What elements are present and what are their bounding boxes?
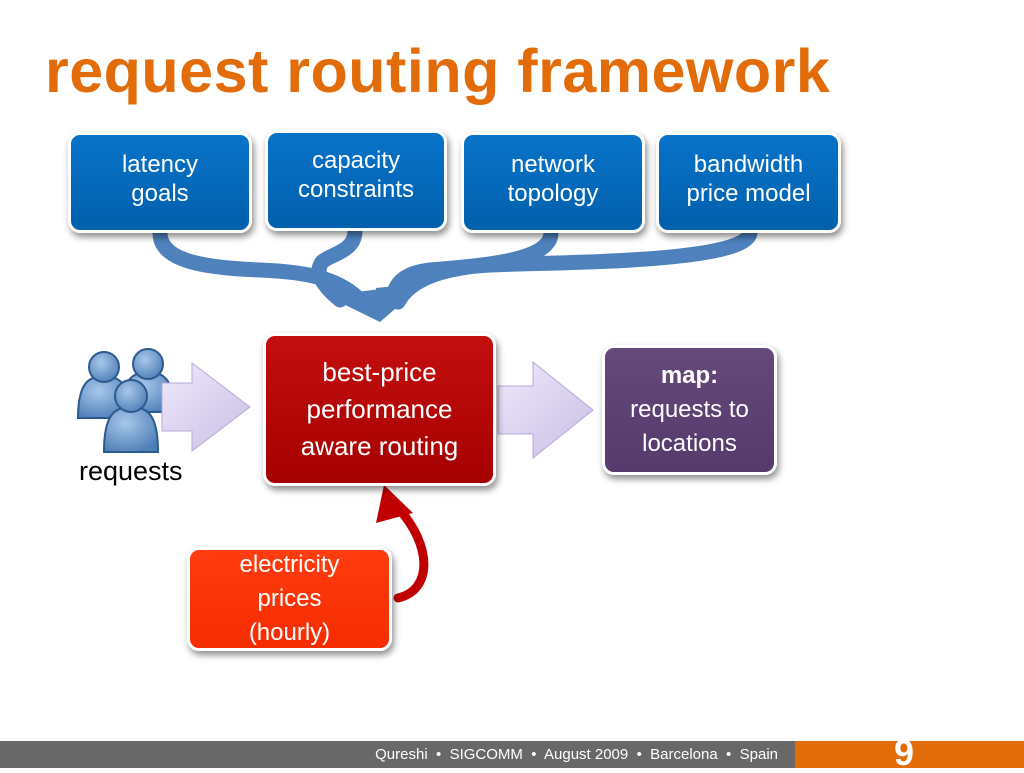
map-label: requests to locations	[630, 395, 749, 458]
merge-arrows	[152, 223, 758, 310]
routing-engine-box: best-price performance aware routing	[263, 333, 496, 486]
footer-text: Qureshi • SIGCOMM • August 2009 • Barcel…	[375, 746, 778, 763]
users-group-icon	[76, 348, 176, 453]
map-output-box: map: requests to locations	[602, 345, 777, 475]
bandwidth-price-model-label: bandwidth price model	[686, 151, 811, 207]
chevron-requests-to-router	[161, 361, 251, 453]
arrow-latency	[152, 225, 370, 310]
merge-arrowhead-left	[327, 288, 388, 322]
slide-title: request routing framework	[45, 37, 831, 105]
routing-engine-label: best-price performance aware routing	[300, 357, 459, 461]
merge-arrowhead-right	[376, 283, 425, 322]
electricity-prices-label: electricity prices (hourly)	[239, 550, 340, 647]
map-heading: map:	[660, 361, 719, 389]
page-number: 9	[894, 732, 915, 773]
bandwidth-price-model-box: bandwidth price model	[656, 132, 841, 233]
capacity-constraints-label: capacity constraints	[297, 147, 415, 203]
footer-accent	[795, 741, 1024, 768]
electricity-arrow	[393, 503, 429, 603]
latency-goals-box: latency goals	[68, 132, 252, 233]
electricity-arrowhead	[376, 485, 413, 523]
capacity-constraints-box: capacity constraints	[265, 130, 447, 231]
latency-goals-label: latency goals	[121, 151, 199, 207]
chevron-router-to-map	[497, 360, 594, 460]
network-topology-box: network topology	[461, 132, 645, 233]
arrow-bandwidth	[390, 225, 758, 310]
network-topology-label: network topology	[507, 151, 599, 207]
electricity-prices-box: electricity prices (hourly)	[187, 547, 392, 651]
arrow-capacity	[311, 223, 363, 308]
requests-label: requests	[79, 456, 183, 486]
